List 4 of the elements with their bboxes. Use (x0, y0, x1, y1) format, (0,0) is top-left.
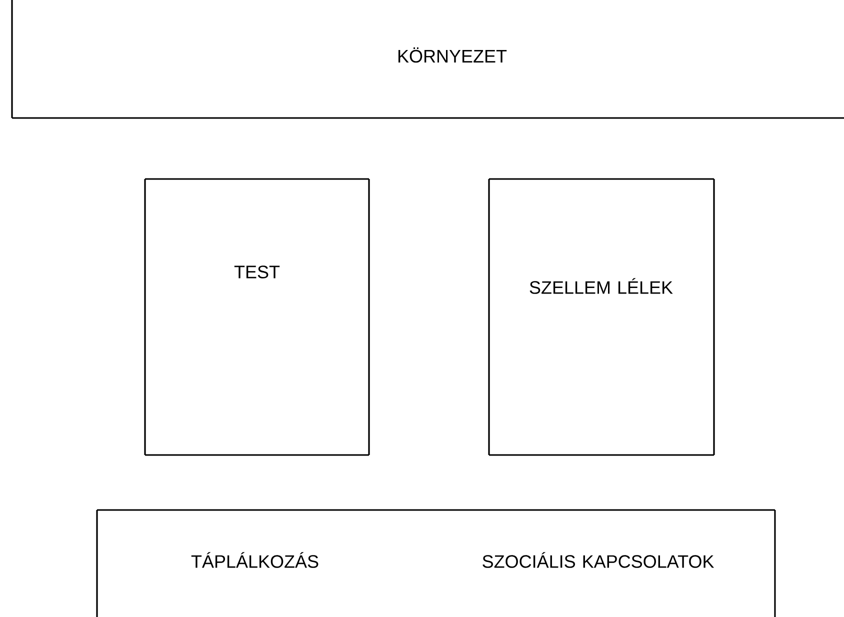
box: TEST (144, 178, 370, 456)
box: SZELLEM LÉLEK (488, 178, 715, 456)
box: KÖRNYEZET (11, 0, 844, 119)
box: TÁPLÁLKOZÁS SZOCIÁLIS KAPCSOLATOK (96, 509, 776, 617)
